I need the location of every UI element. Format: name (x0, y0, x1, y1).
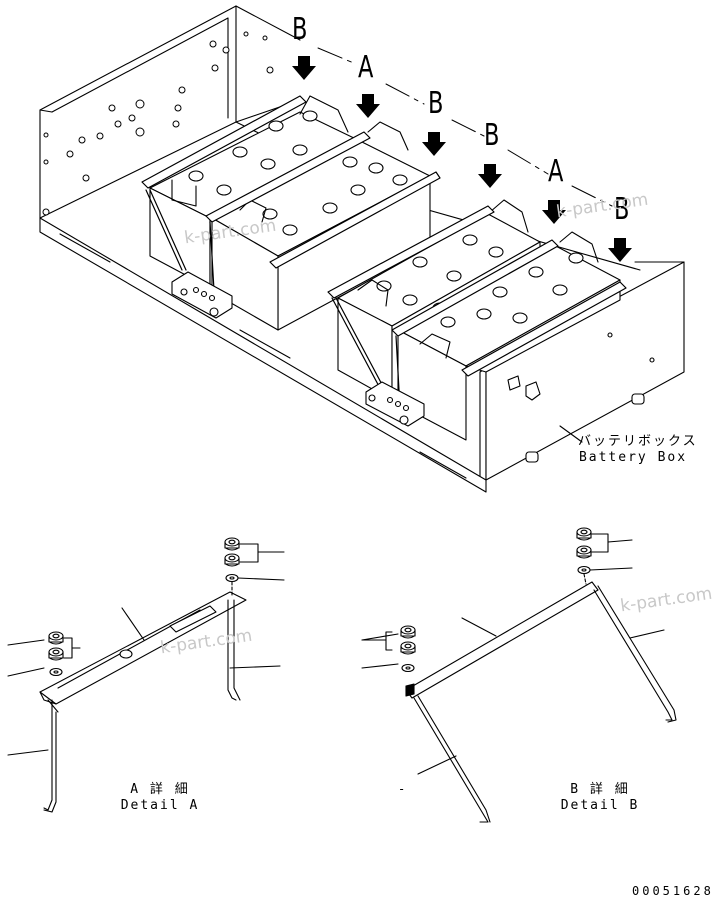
callout-a-2: A (548, 154, 564, 189)
callout-b-2: B (428, 86, 444, 121)
detail-b-caption: B 詳 細 Detail B (550, 782, 650, 814)
stray-dash: - (398, 782, 406, 796)
detail-a-nuts (48, 537, 285, 677)
detail-a-caption-en: Detail A (120, 798, 200, 813)
battery-box-label-jp: バッテリボックス (578, 434, 698, 449)
nut-icon (48, 537, 240, 661)
detail-b-drawing (361, 581, 677, 823)
detail-b-nuts (361, 527, 633, 673)
box-rear-wall (39, 5, 274, 219)
battery-box-label-en: Battery Box (578, 450, 688, 465)
floor-brackets (171, 271, 425, 427)
washer-icon (49, 573, 239, 677)
nut-icon (400, 527, 592, 655)
callout-a-1: A (358, 50, 374, 85)
callout-leader-line (317, 47, 613, 207)
detail-b-caption-en: Detail B (560, 798, 640, 813)
detail-b-caption-jp: B 詳 細 (570, 782, 630, 797)
battery-2 (211, 121, 431, 331)
callout-b-4: B (614, 192, 630, 227)
down-arrow-icon (292, 56, 632, 262)
callout-b-1: B (292, 12, 308, 47)
washer-icon (401, 565, 591, 673)
detail-a-caption: A 詳 細 Detail A (110, 782, 210, 814)
hold-down-bars (141, 95, 627, 409)
battery-box-label: バッテリボックス Battery Box (578, 434, 698, 466)
callout-b-3: B (484, 118, 500, 153)
detail-a-caption-jp: A 詳 細 (130, 782, 190, 797)
document-number: 00051628 (632, 884, 714, 898)
battery-box-leader (559, 425, 583, 443)
detail-a-drawing (7, 591, 281, 813)
